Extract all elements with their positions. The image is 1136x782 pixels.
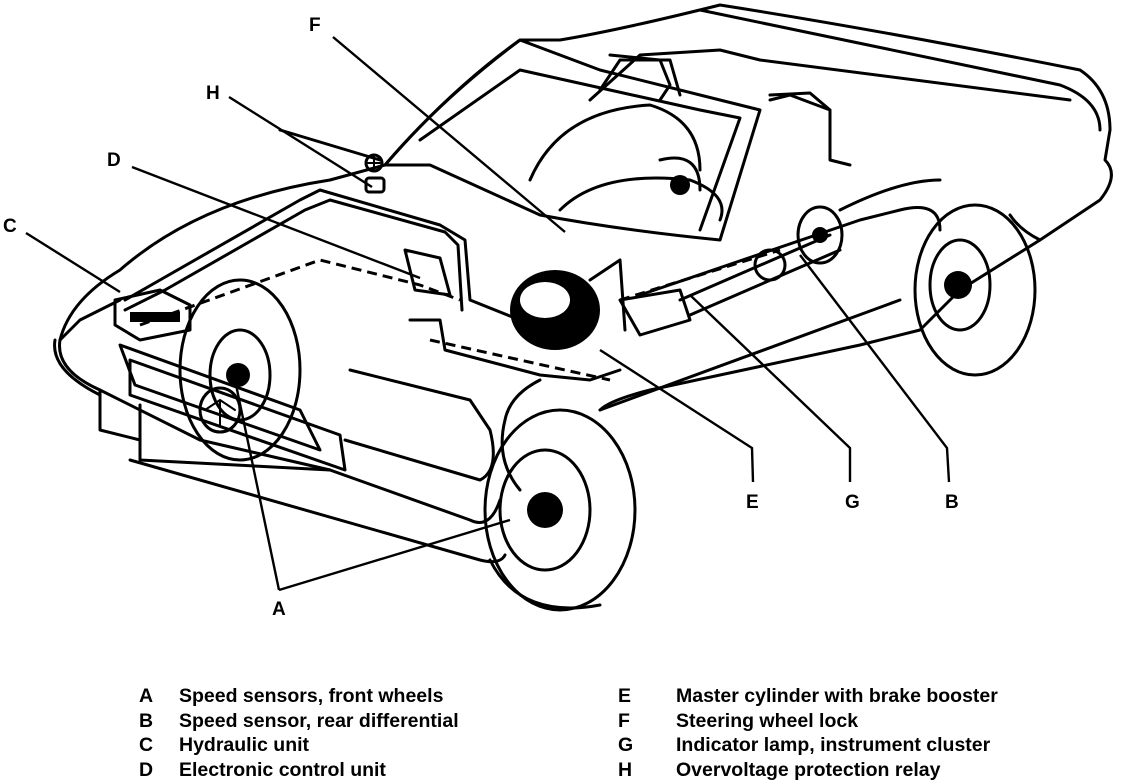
legend-key: B (139, 709, 154, 732)
steering-wheel (558, 156, 724, 222)
legend-label: Steering wheel lock (676, 709, 859, 732)
electronic-control-unit (403, 248, 452, 297)
leader-g (689, 294, 852, 482)
leader-c (25, 231, 121, 294)
legend-label: Hydraulic unit (179, 734, 310, 756)
legend-key: E (618, 685, 632, 707)
callout-c: C (3, 216, 17, 237)
overvoltage-relay (364, 153, 386, 194)
legend-item: E Master cylinder with brake booster (618, 684, 998, 709)
legend-key: D (139, 758, 154, 781)
driveshaft (678, 205, 844, 317)
legend-label: Speed sensors, front wheels (179, 685, 444, 707)
rear-right-wheel (913, 203, 1037, 377)
callout-d: D (107, 150, 121, 171)
callout-b: B (945, 492, 959, 513)
legend-key: G (618, 734, 634, 756)
leader-b (799, 254, 951, 483)
legend-label: Master cylinder with brake booster (676, 685, 998, 707)
legend-right: E Master cylinder with brake booster F S… (618, 684, 998, 782)
legend-key: F (618, 709, 630, 732)
legend-item: B Speed sensor, rear differential (139, 709, 459, 734)
front-right-wheel (483, 408, 637, 612)
seats (528, 58, 832, 182)
leader-d (131, 165, 421, 280)
leader-a2 (278, 518, 511, 592)
legend-item: C Hydraulic unit (139, 733, 459, 758)
leader-a1 (233, 379, 281, 591)
master-cylinder-booster (510, 258, 627, 350)
leader-f (332, 36, 566, 233)
callout-f: F (309, 15, 321, 36)
leader-h (228, 95, 373, 189)
legend-key: A (139, 685, 154, 707)
legend-left: A Speed sensors, front wheels B Speed se… (139, 684, 459, 782)
hydraulic-unit (113, 288, 192, 342)
legend-label: Speed sensor, rear differential (179, 709, 459, 732)
callout-e: E (746, 492, 759, 513)
front-left-wheel (178, 278, 302, 462)
legend-item: G Indicator lamp, instrument cluster (618, 733, 998, 758)
callout-g: G (845, 492, 860, 513)
legend-label: Overvoltage protection relay (676, 758, 941, 781)
leader-lines (25, 36, 951, 592)
legend-item: H Overvoltage protection relay (618, 758, 998, 782)
front-grille (53, 338, 507, 564)
legend-item: D Electronic control unit (139, 758, 459, 782)
legend-key: H (618, 758, 633, 781)
callout-a: A (272, 599, 286, 620)
leader-e (599, 348, 755, 483)
legend-item: A Speed sensors, front wheels (139, 684, 459, 709)
car-abs-diagram (25, 3, 1113, 612)
callout-h: H (206, 83, 220, 104)
wiring-harness (123, 188, 781, 492)
legend-item: F Steering wheel lock (618, 709, 998, 734)
windshield-frame (278, 38, 762, 242)
legend-label: Indicator lamp, instrument cluster (676, 734, 991, 756)
legend-key: C (139, 734, 154, 756)
legend-label: Electronic control unit (179, 758, 386, 781)
